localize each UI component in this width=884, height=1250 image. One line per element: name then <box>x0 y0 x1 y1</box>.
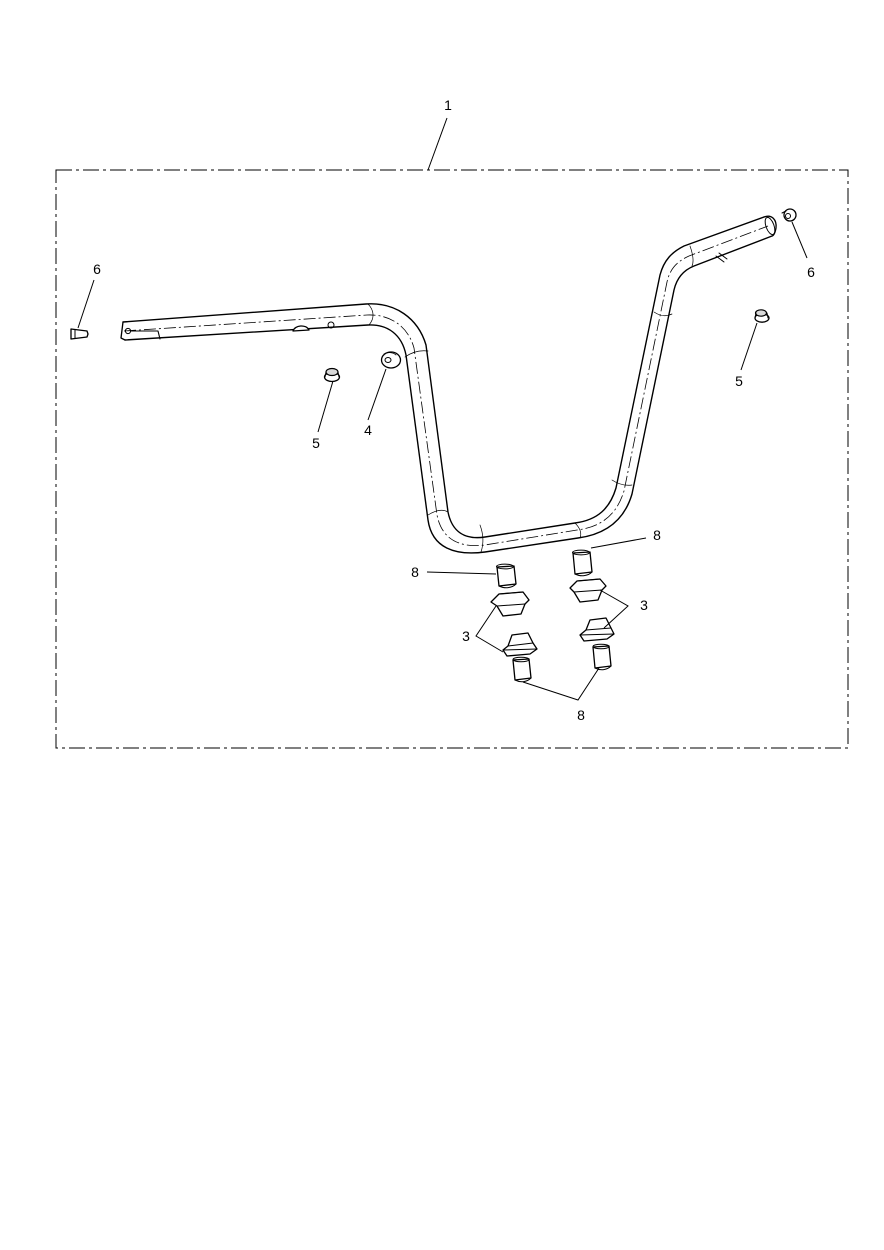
leader-spacer-bottom <box>522 667 600 701</box>
leader-kit <box>427 117 448 171</box>
leader-nut-left <box>317 380 334 433</box>
rubber-mount-top-left[interactable] <box>490 591 530 617</box>
bar-end-plug-left[interactable] <box>70 328 89 340</box>
callout-plug-right: 6 <box>807 264 815 280</box>
callout-nut-left: 5 <box>312 435 320 451</box>
callout-riser-left: 3 <box>462 628 470 644</box>
leader-nut-right <box>740 322 758 371</box>
callout-riser-right: 3 <box>640 597 648 613</box>
nut-left[interactable] <box>323 367 341 383</box>
cap[interactable] <box>380 351 402 369</box>
spacer-bottom-right[interactable] <box>592 643 612 671</box>
handlebar[interactable] <box>120 215 777 554</box>
callout-cap: 4 <box>364 422 372 438</box>
leader-mount-left <box>475 605 504 653</box>
leader-lines <box>77 117 808 701</box>
kit-boundary-frame <box>55 169 849 749</box>
callout-plug-left: 6 <box>93 261 101 277</box>
callout-nut-right: 5 <box>735 373 743 389</box>
callout-spacer-top-left: 8 <box>411 564 419 580</box>
spacer-bottom-left[interactable] <box>512 656 532 683</box>
rubber-mount-bottom-left[interactable] <box>502 632 538 657</box>
leader-cap <box>367 368 387 421</box>
callout-spacer-bottom: 8 <box>577 707 585 723</box>
leader-spacer-top-right <box>590 537 647 549</box>
leader-mount-right <box>599 589 629 629</box>
bar-end-plug-right[interactable] <box>781 208 797 222</box>
spacer-top-right[interactable] <box>572 549 593 577</box>
callout-kit: 1 <box>444 97 452 113</box>
leader-plug-left <box>77 279 95 329</box>
leader-plug-right <box>791 221 808 259</box>
nut-right[interactable] <box>754 309 770 323</box>
spacer-top-left[interactable] <box>496 563 517 589</box>
rubber-mount-bottom-right[interactable] <box>579 617 615 642</box>
callout-spacer-top-right: 8 <box>653 527 661 543</box>
rubber-mount-top-right[interactable] <box>569 578 607 603</box>
leader-spacer-top-left <box>426 571 497 575</box>
